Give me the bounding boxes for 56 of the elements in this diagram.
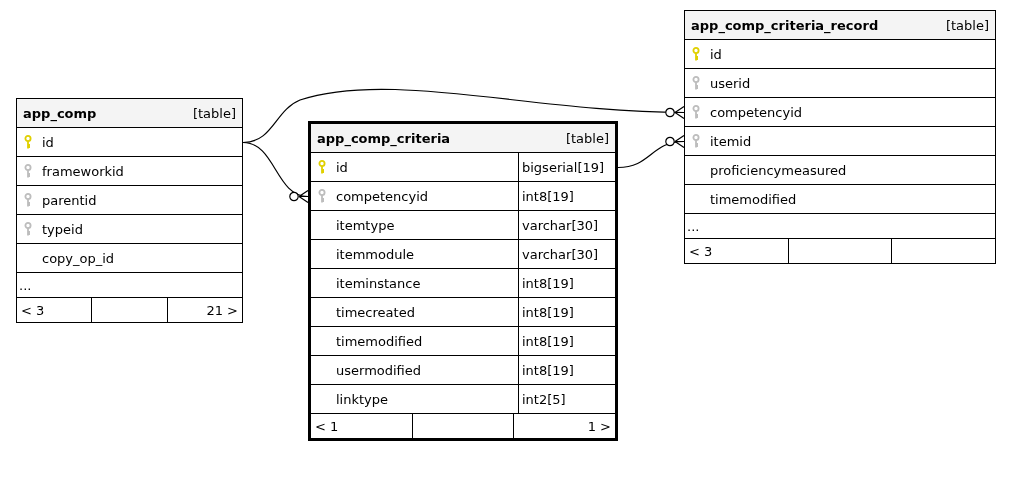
column-row xyxy=(311,298,615,327)
column-row xyxy=(311,385,615,414)
column-name: userid xyxy=(710,75,751,91)
column-name: itemtype xyxy=(336,217,395,233)
child-count: 1 > xyxy=(587,418,611,434)
column-name: competencyid xyxy=(710,104,803,120)
column-name: id xyxy=(710,46,722,62)
column-row xyxy=(311,153,615,182)
column-row xyxy=(311,182,615,211)
parent-count: < 3 xyxy=(689,243,713,259)
column-name: iteminstance xyxy=(336,275,421,291)
column-name: itemmodule xyxy=(336,246,415,262)
column-row xyxy=(311,356,615,385)
column-type: bigserial[19] xyxy=(518,153,615,181)
column-type: int8[19] xyxy=(518,327,615,355)
column-name: usermodified xyxy=(336,362,422,378)
table-box xyxy=(684,10,996,264)
table-type-label: [table] xyxy=(565,130,609,146)
column-name: competencyid xyxy=(336,188,429,204)
child-count: 21 > xyxy=(206,302,238,318)
table-name: app_comp_criteria_record xyxy=(691,17,879,33)
parent-count: < 3 xyxy=(21,302,45,318)
column-name: timemodified xyxy=(336,333,423,349)
ellipsis-text: ... xyxy=(19,277,32,293)
column-row xyxy=(311,269,615,298)
column-type: varchar[30] xyxy=(518,211,615,239)
column-row xyxy=(311,240,615,269)
column-name: copy_op_id xyxy=(42,250,115,266)
column-row xyxy=(311,211,615,240)
table-type-label: [table] xyxy=(192,105,236,121)
table-name: app_comp xyxy=(23,105,97,121)
column-name: id xyxy=(42,134,54,150)
column-name: frameworkid xyxy=(42,163,124,179)
column-name: linktype xyxy=(336,391,389,407)
column-type: int8[19] xyxy=(518,182,615,210)
column-type: int8[19] xyxy=(518,298,615,326)
column-name: typeid xyxy=(42,221,83,237)
relationship-line xyxy=(617,134,685,169)
column-type: int2[5] xyxy=(518,385,615,413)
column-type: int8[19] xyxy=(518,269,615,297)
column-name: parentid xyxy=(42,192,97,208)
column-type: varchar[30] xyxy=(518,240,615,268)
column-name: timemodified xyxy=(710,191,797,207)
column-name: timecreated xyxy=(336,304,415,320)
table-box xyxy=(308,121,618,441)
relationship-line xyxy=(242,88,685,144)
ellipsis-text: ... xyxy=(687,218,700,234)
column-name: itemid xyxy=(710,133,752,149)
table-box xyxy=(16,98,243,323)
parent-count: < 1 xyxy=(315,418,339,434)
column-name: id xyxy=(336,159,348,175)
table-type-label: [table] xyxy=(945,17,989,33)
table-name: app_comp_criteria xyxy=(317,130,451,146)
column-type: int8[19] xyxy=(518,356,615,384)
column-name: proficiencymeasured xyxy=(710,162,847,178)
column-row xyxy=(311,327,615,356)
